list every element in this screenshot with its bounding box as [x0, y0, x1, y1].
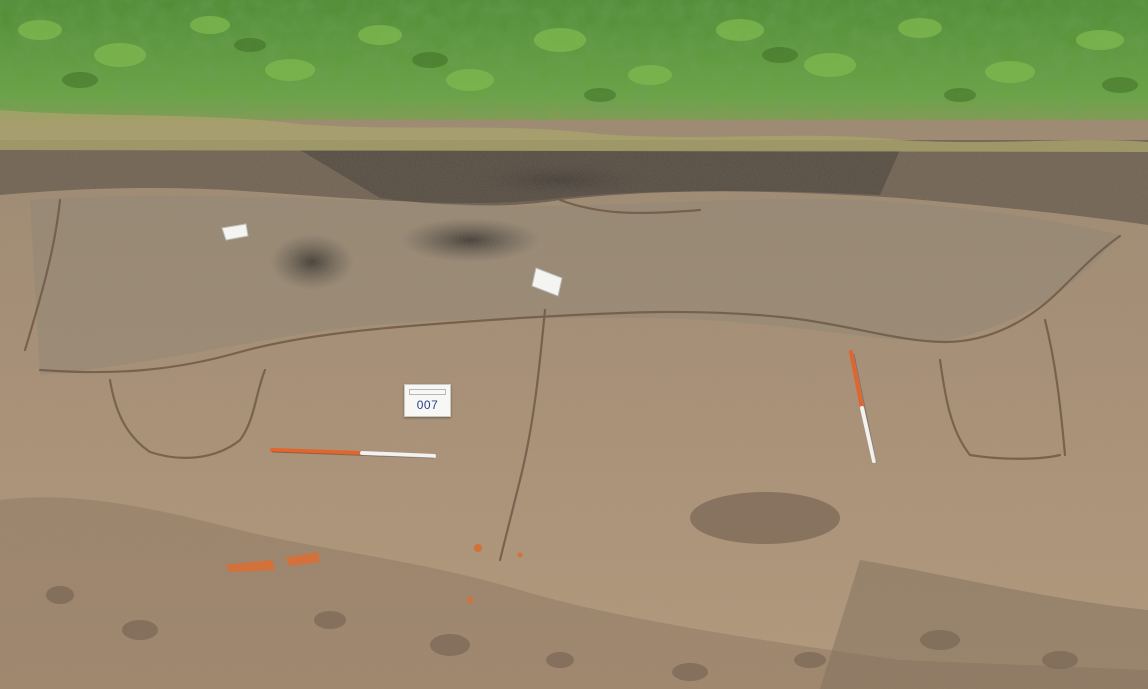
pottery-fragments — [225, 544, 523, 603]
grass-leaves — [18, 16, 1124, 91]
context-number: 007 — [416, 398, 439, 412]
feature-cut-lines — [23, 198, 1122, 562]
find-bag-left — [221, 223, 249, 241]
spoil-stones — [46, 586, 1078, 681]
dry-grass-fringe — [0, 110, 1148, 152]
soil-patch-center — [690, 492, 840, 544]
find-bag-right — [531, 267, 563, 297]
card-header-strip — [409, 389, 446, 395]
horizontal-scale-bar — [270, 448, 436, 459]
vertical-scale-bar — [849, 350, 877, 463]
context-number-card: 007 — [404, 384, 451, 417]
